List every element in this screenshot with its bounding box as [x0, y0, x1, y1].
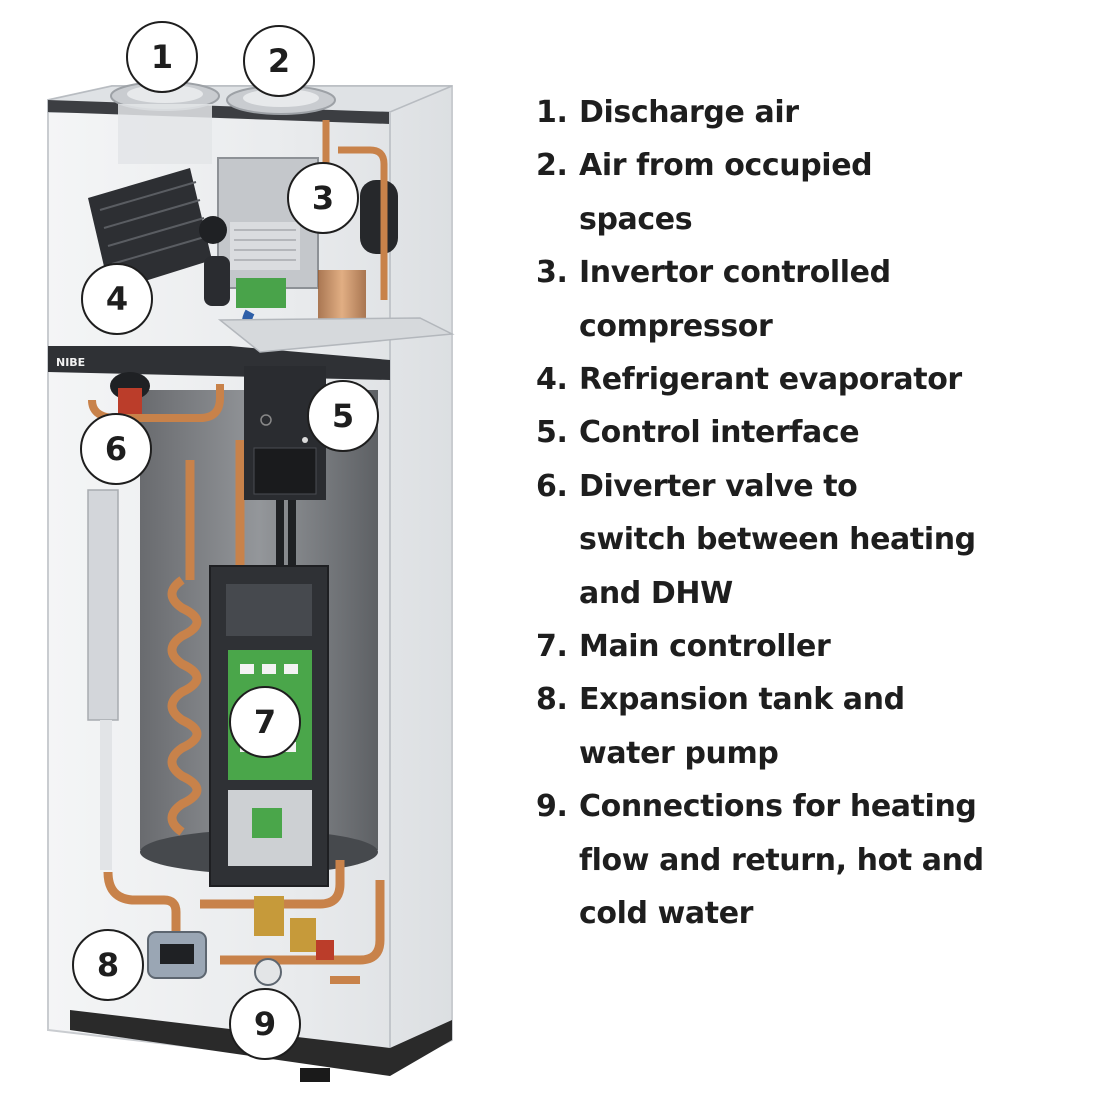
component-legend: 1.Discharge air 2.Air from occupied spac…: [536, 86, 1108, 941]
legend-item-7: 7.Main controller: [536, 629, 831, 665]
callout-layer: 1 2 3 4 5 6 7 8 9: [72, 21, 379, 1060]
legend-item-4: 4.Refrigerant evaporator: [536, 362, 962, 398]
legend-item-5: 5.Control interface: [536, 415, 860, 451]
callout-2: 2: [243, 25, 315, 97]
bottom-plumbing: [103, 860, 385, 986]
legend-item-2: 2.Air from occupied spaces: [536, 148, 873, 237]
callout-3: 3: [287, 162, 359, 234]
callout-7: 7: [229, 686, 301, 758]
legend-item-9: 9.Connections for heating flow and retur…: [536, 789, 984, 932]
callout-8: 8: [72, 929, 144, 1001]
evaporator-coil: [88, 168, 212, 292]
callout-9: 9: [229, 988, 301, 1060]
callout-4: 4: [81, 263, 153, 335]
diverter-valve: [88, 372, 224, 422]
legend-item-8: 8.Expansion tank and water pump: [536, 682, 905, 771]
callout-5: 5: [307, 380, 379, 452]
legend-item-3: 3.Invertor controlled compressor: [536, 255, 891, 344]
callout-1: 1: [126, 21, 198, 93]
control-interface-panel: [244, 366, 326, 570]
legend-item-1: 1.Discharge air: [536, 95, 799, 130]
legend-item-6: 6.Diverter valve to switch between heati…: [536, 468, 976, 611]
brand-mark: NIBE: [56, 356, 85, 369]
side-pipe: [87, 489, 119, 870]
callout-6: 6: [80, 413, 152, 485]
heating-coil: [167, 440, 245, 836]
